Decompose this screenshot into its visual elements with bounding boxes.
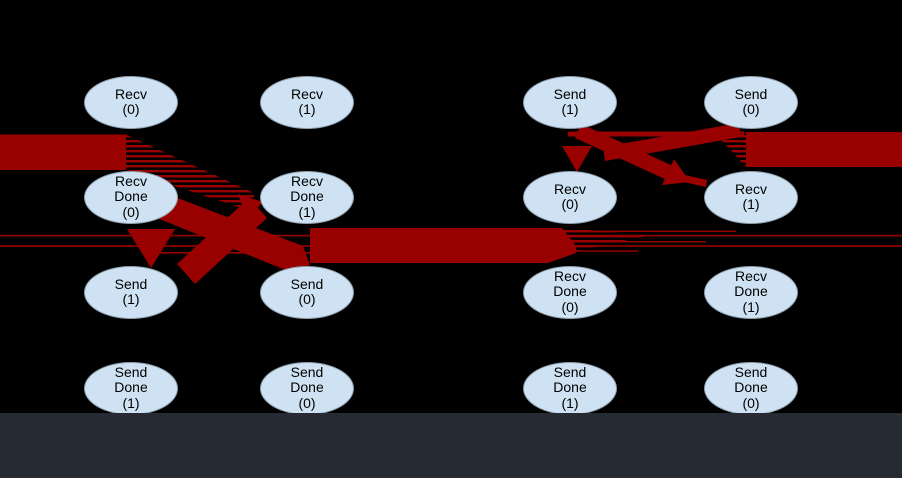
node-label-line: Done <box>114 379 148 396</box>
node-label-line: (0) <box>298 291 316 307</box>
node-right-send-0: Send(0) <box>704 75 798 129</box>
node-label-line: Recv <box>291 172 323 189</box>
node-label-line: (1) <box>742 298 760 315</box>
node-right-recv-1: Recv(1) <box>704 170 798 224</box>
node-left-send-0: Send(0) <box>260 265 354 319</box>
node-label-line: (0) <box>298 394 316 411</box>
node-label-line: Send <box>553 85 587 102</box>
node-label-line: (1) <box>122 394 140 411</box>
node-label-line: Send <box>290 275 324 292</box>
node-label-line: Done <box>114 188 148 205</box>
node-label-line: (0) <box>561 196 579 212</box>
node-label-line: (0) <box>561 298 579 315</box>
node-left-recv-0: Recv(0) <box>84 75 178 129</box>
node-label-line: (0) <box>122 101 140 117</box>
edge-wrap-in-right <box>127 228 652 268</box>
node-label-line: Recv <box>115 85 147 102</box>
node-label-line: Done <box>734 379 768 396</box>
node-label-line: (0) <box>742 101 760 117</box>
edge-wrap-out-right <box>714 132 902 167</box>
node-label-line: (0) <box>742 394 760 411</box>
node-label-line: Recv <box>115 172 147 189</box>
node-right-send-1: Send(1) <box>523 75 617 129</box>
node-label-line: Done <box>553 379 587 396</box>
edge-send-0-to-recv-0 <box>562 123 741 172</box>
node-label-line: (0) <box>122 203 140 220</box>
node-label-line: Send <box>734 85 768 102</box>
node-label-line: Done <box>734 283 768 300</box>
edge-wrap-in-left <box>0 134 263 219</box>
node-label-line: (1) <box>561 394 579 411</box>
node-label-line: Recv <box>554 180 586 197</box>
edge-recv-done-1-to-send-1 <box>177 198 267 284</box>
node-label-line: (1) <box>298 101 316 117</box>
node-label-line: Send <box>114 275 148 292</box>
node-label-line: (1) <box>122 291 140 307</box>
node-label-line: Recv <box>291 85 323 102</box>
node-label-line: Recv <box>554 267 586 284</box>
node-label-line: (1) <box>298 203 316 220</box>
node-label-line: (1) <box>561 101 579 117</box>
node-left-send-1: Send(1) <box>84 265 178 319</box>
node-label-line: Done <box>553 283 587 300</box>
bottom-bar <box>0 413 902 478</box>
node-label-line: Recv <box>735 180 767 197</box>
node-label-line: Send <box>114 363 148 380</box>
node-left-recv-1: Recv(1) <box>260 75 354 129</box>
node-right-recv-0: Recv(0) <box>523 170 617 224</box>
node-label-line: Done <box>290 379 324 396</box>
node-label-line: Send <box>290 363 324 380</box>
node-label-line: Recv <box>735 267 767 284</box>
node-label-line: Send <box>734 363 768 380</box>
node-label-line: Send <box>553 363 587 380</box>
node-label-line: Done <box>290 188 324 205</box>
node-label-line: (1) <box>742 196 760 212</box>
